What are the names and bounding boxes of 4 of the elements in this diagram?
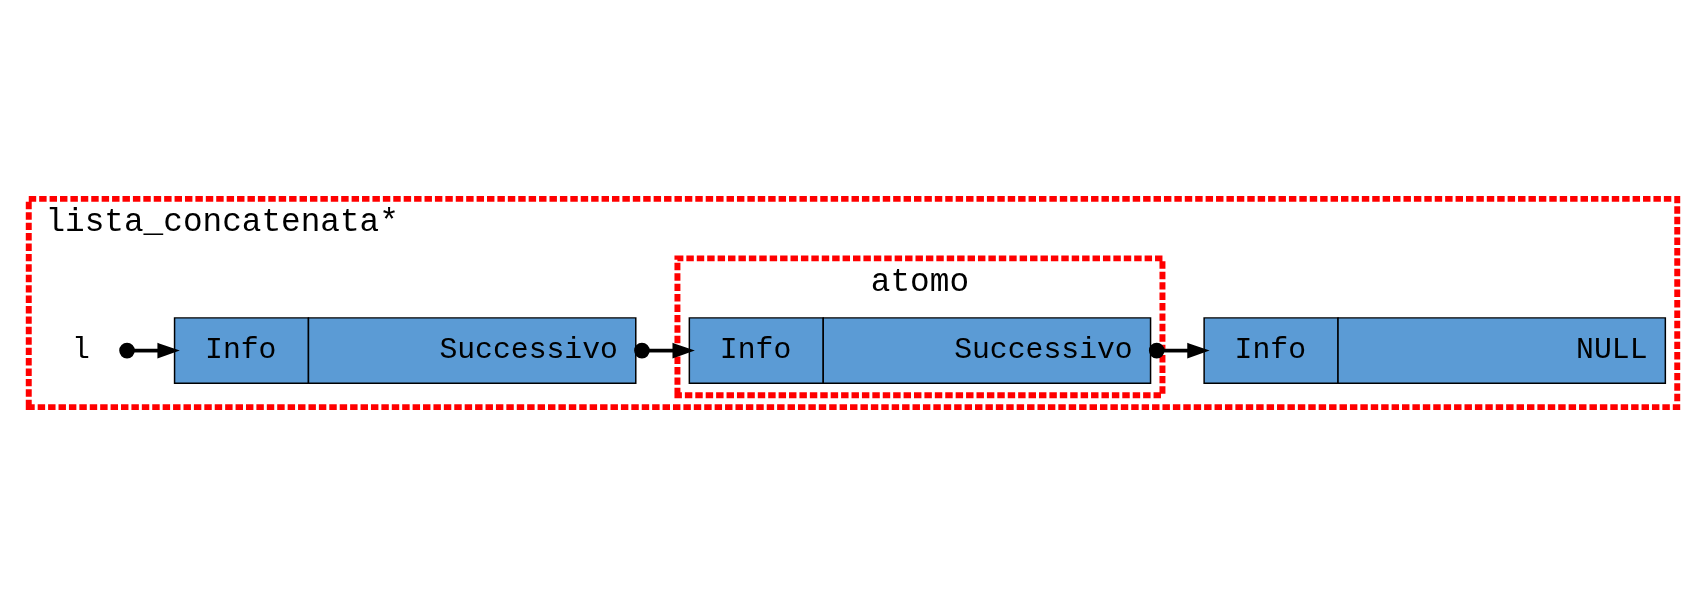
arrow (1148, 342, 1210, 359)
arrow (634, 342, 695, 359)
node-text: l (71, 333, 90, 368)
arrow (119, 342, 180, 359)
